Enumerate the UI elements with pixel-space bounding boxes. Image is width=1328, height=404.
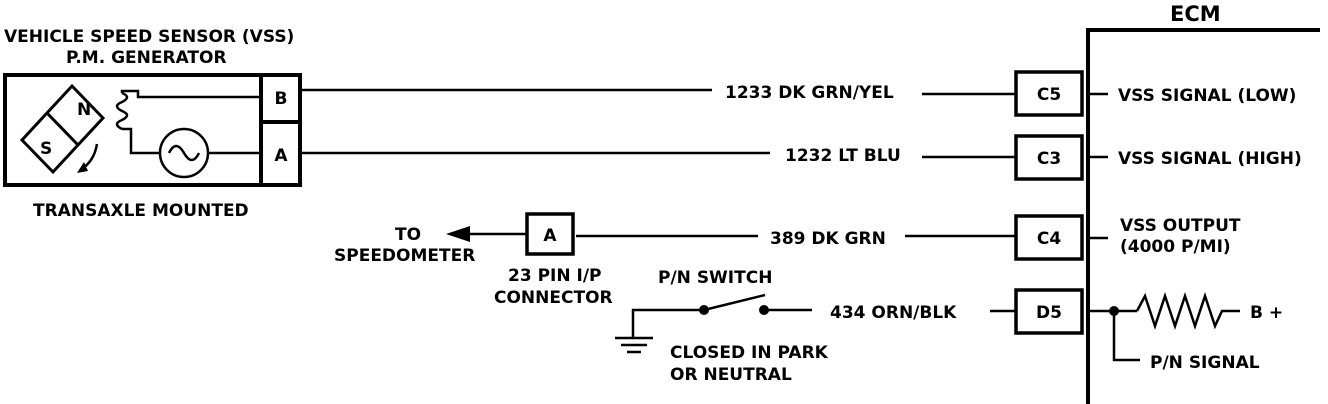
rotation-arrowhead-icon: [77, 162, 88, 173]
sensor-pin-b: B: [275, 89, 288, 109]
pn-switch-note-line2: OR NEUTRAL: [670, 365, 792, 385]
coil-wire-to-generator: [122, 127, 160, 155]
sine-wave-icon: [167, 144, 201, 162]
ecm-pin-c5: C5: [1037, 85, 1061, 105]
coil-icon: [115, 91, 129, 131]
ecm-pin-c4-box: [1014, 214, 1084, 261]
wire-389-label: 389 DK GRN: [770, 229, 886, 249]
magnet-n-label: N: [77, 100, 91, 120]
ground-icon: [615, 336, 653, 354]
ecm-pin-c4: C4: [1037, 229, 1061, 249]
coil-wire-to-b: [120, 89, 261, 99]
pn-signal-line: [1112, 311, 1140, 362]
magnet-icon: N S: [19, 83, 106, 175]
sensor-pin-a: A: [274, 146, 288, 166]
sensor-mount-label: TRANSAXLE MOUNTED: [33, 201, 249, 221]
magnet-s-label: S: [40, 139, 52, 159]
pullup-resistor-icon: [1135, 292, 1240, 330]
ecm-signal-c3: VSS SIGNAL (HIGH): [1118, 149, 1302, 169]
ecm-title: ECM: [1170, 2, 1221, 26]
ip-connector-label-line2: CONNECTOR: [494, 288, 613, 308]
ecm-signal-c5: VSS SIGNAL (LOW): [1118, 86, 1296, 106]
ecm-pin-c5-box: [1014, 70, 1084, 117]
ecm-pin-c3: C3: [1037, 149, 1061, 169]
pn-switch-label: P/N SWITCH: [658, 268, 772, 288]
wire-434-label: 434 ORN/BLK: [830, 303, 957, 323]
pullup-supply-label: B +: [1250, 303, 1283, 323]
ip-connector-pin: A: [543, 226, 557, 246]
wire-1232-label: 1232 LT BLU: [785, 146, 901, 166]
pn-switch-note-line1: CLOSED IN PARK: [670, 343, 829, 363]
ecm-signal-c4: VSS OUTPUT: [1120, 216, 1241, 236]
ecm-outline: [1086, 28, 1320, 404]
sensor-title-line1: VEHICLE SPEED SENSOR (VSS): [4, 27, 294, 47]
arrow-left-icon: [446, 226, 470, 242]
switch-blade-icon: [703, 293, 766, 312]
switch-ground-wire: [631, 308, 704, 338]
sensor-housing: [3, 73, 302, 187]
speedometer-label-line2: SPEEDOMETER: [334, 246, 475, 266]
sensor-title-line2: P.M. GENERATOR: [66, 48, 227, 68]
ecm-signal-d5: P/N SIGNAL: [1150, 353, 1260, 373]
ip-connector-label-line1: 23 PIN I/P: [508, 266, 602, 286]
ecm-pin-d5: D5: [1036, 303, 1062, 323]
ecm-signal-c4-line2: (4000 P/MI): [1120, 237, 1231, 257]
speedometer-label-line1: TO: [395, 225, 421, 245]
wire-1233-label: 1233 DK GRN/YEL: [725, 83, 894, 103]
ip-connector-pin-box: [525, 212, 575, 256]
